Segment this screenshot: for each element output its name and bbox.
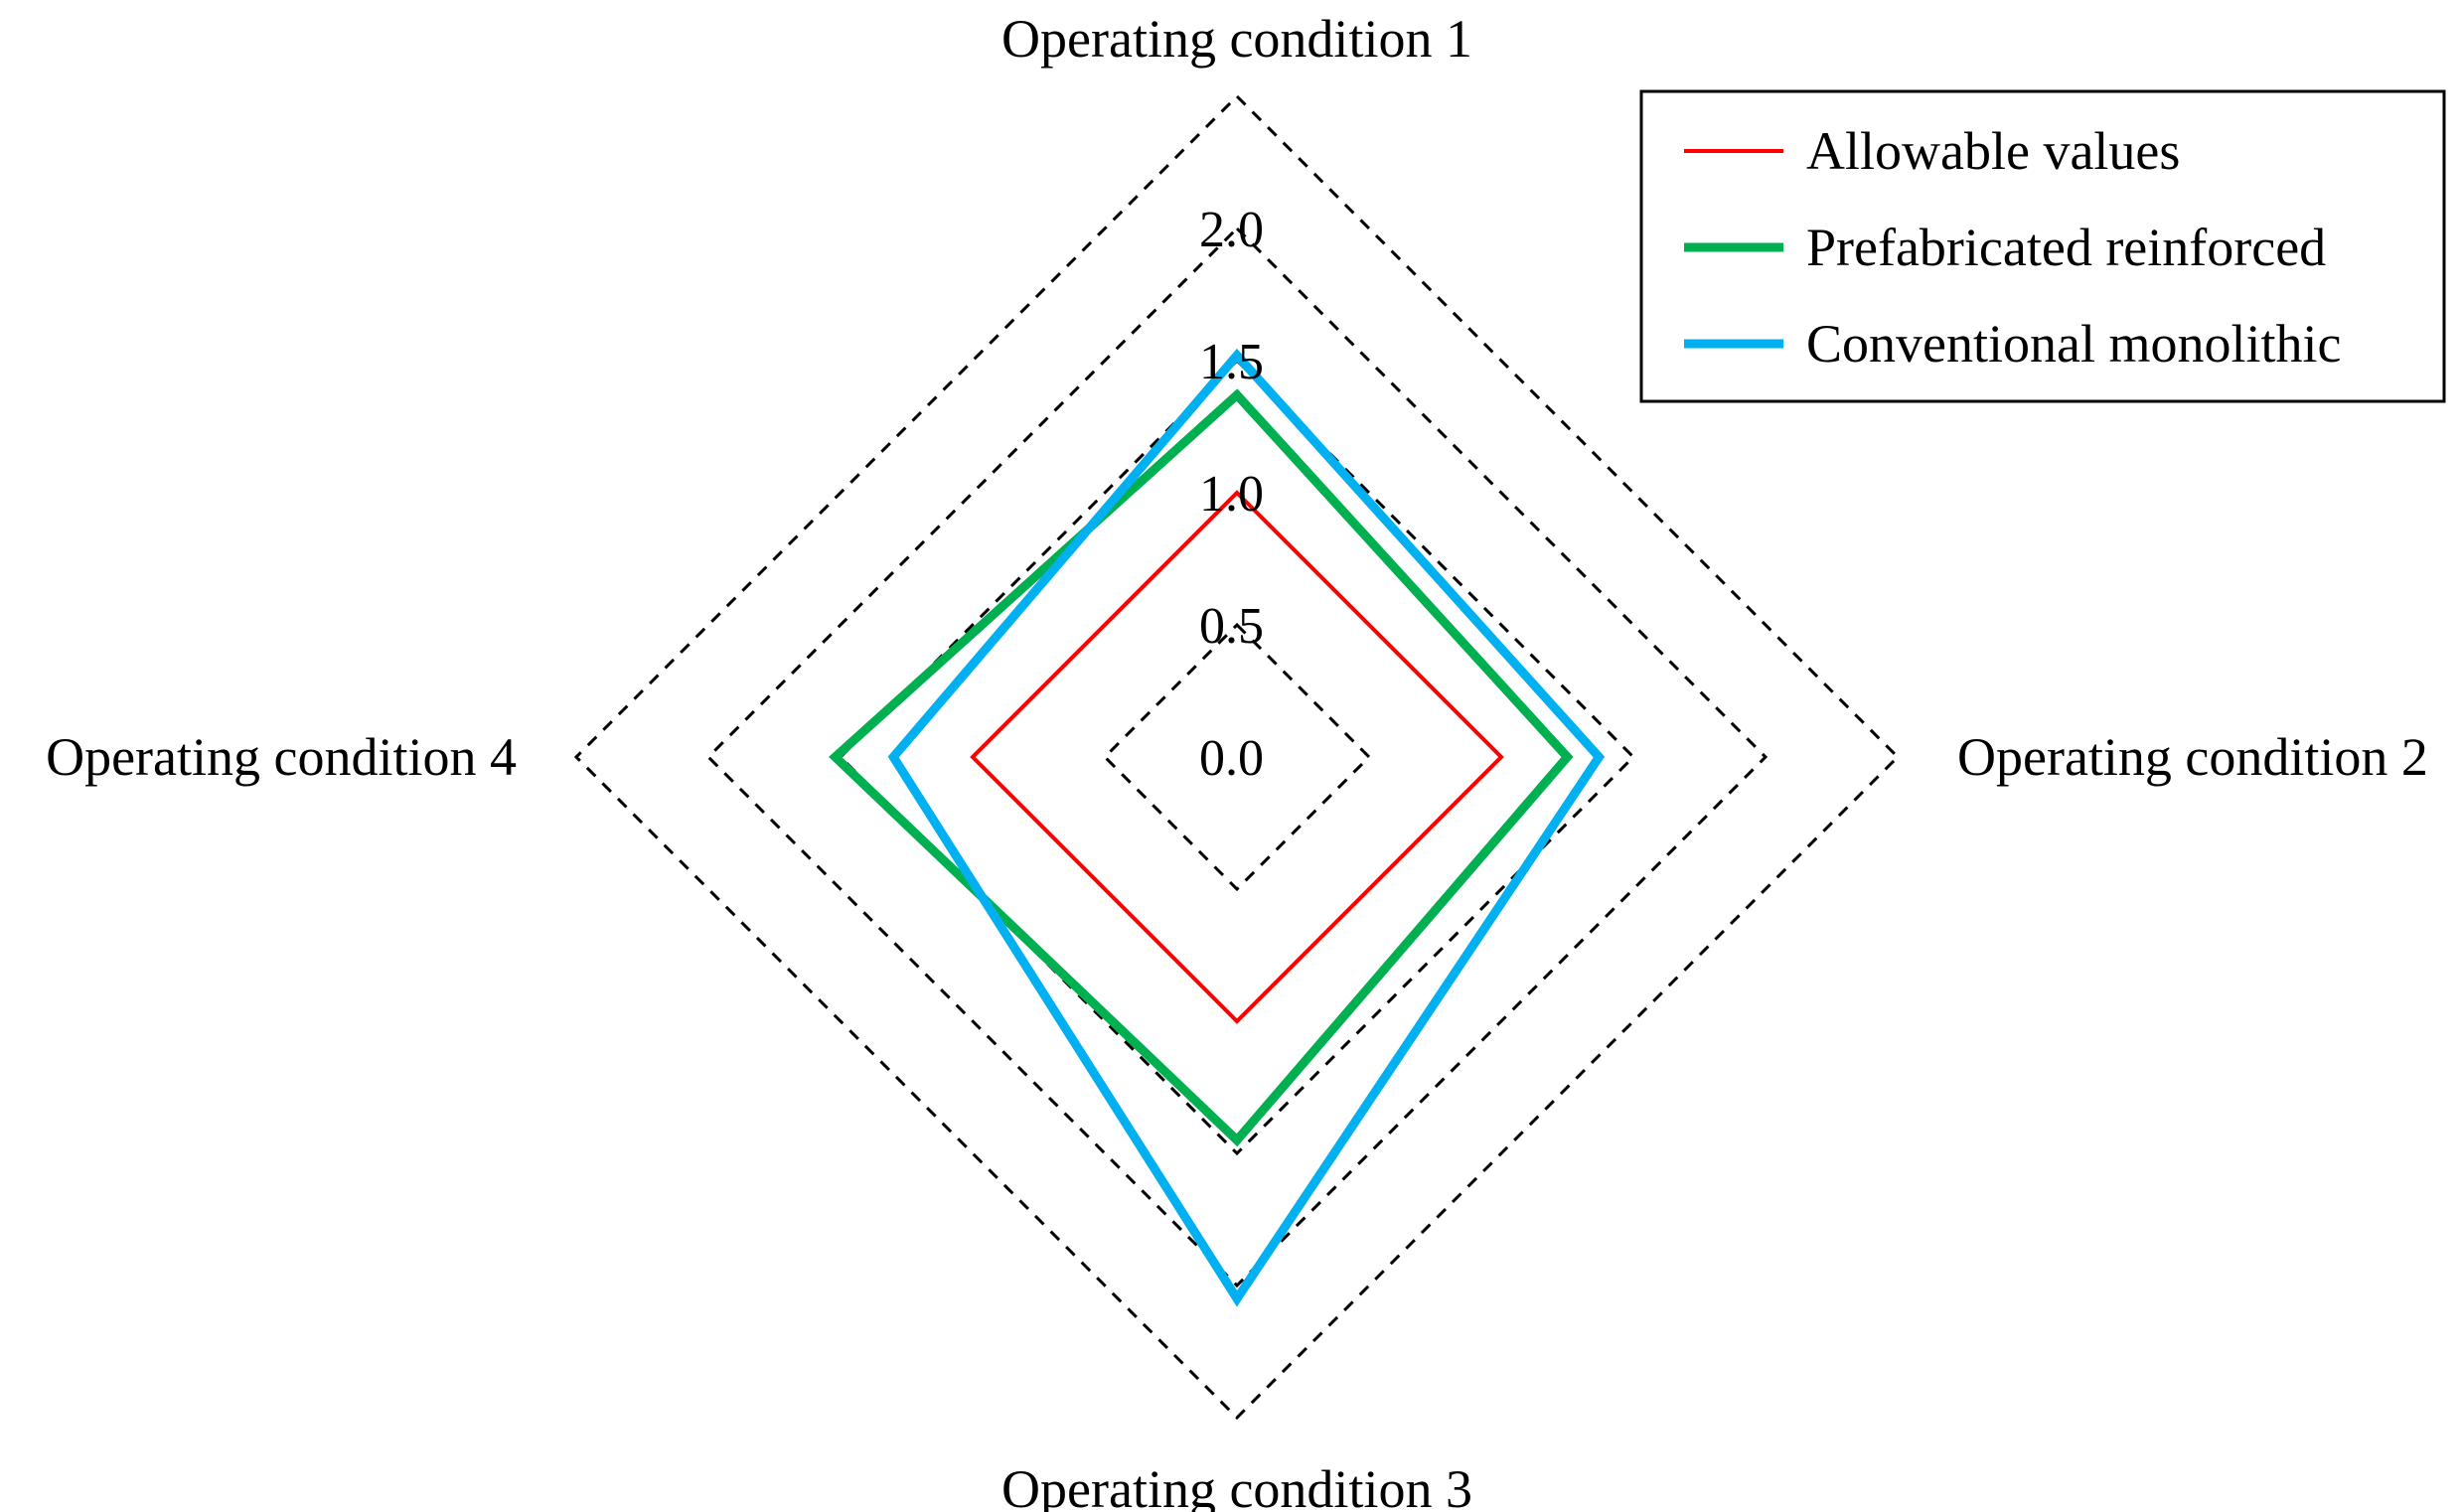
legend-label: Prefabricated reinforced (1806, 218, 2326, 277)
tick-layer: 0.0 0.5 1.0 1.5 2.0 (1199, 202, 1264, 787)
axis-label-layer: Operating condition 1 Operating condition… (46, 9, 2428, 1512)
series-polygon-allowable-values (970, 490, 1504, 1024)
series-polygon-conventional-monolithic (887, 348, 1606, 1307)
radial-tick-label: 0.0 (1199, 730, 1264, 787)
legend-box (1639, 89, 2446, 403)
series-polygon-prefabricated-reinforced (829, 388, 1574, 1147)
legend-label: Conventional monolithic (1806, 314, 2341, 374)
radial-tick-label: 1.5 (1199, 334, 1264, 390)
axis-label-operating-condition-2: Operating condition 2 (1957, 727, 2428, 787)
grid-ring (838, 358, 1636, 1156)
axis-label-operating-condition-4: Operating condition 4 (46, 727, 517, 787)
grid-ring (573, 93, 1901, 1421)
axis-label-operating-condition-3: Operating condition 3 (1001, 1459, 1472, 1512)
radial-tick-label: 1.0 (1199, 466, 1264, 523)
grid-ring (705, 226, 1768, 1288)
axis-label-operating-condition-1: Operating condition 1 (1001, 9, 1472, 69)
radial-tick-label: 0.5 (1199, 598, 1264, 655)
grid-ring (1102, 622, 1372, 892)
radial-tick-label: 2.0 (1199, 202, 1264, 258)
legend-label: Allowable values (1806, 121, 2180, 181)
series-layer (829, 348, 1606, 1307)
